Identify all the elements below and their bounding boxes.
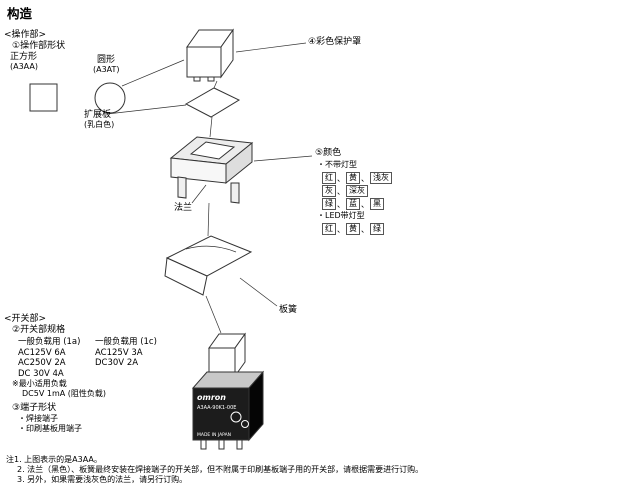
- separator: 、: [337, 173, 345, 183]
- square-shape: [29, 83, 58, 112]
- terminal-pins: [200, 439, 243, 450]
- no-lamp-colors-row-3: 绿 、 蓝 、 黑: [322, 198, 384, 210]
- no-lamp-type-label: ・不带灯型: [317, 160, 357, 169]
- protective-cover-label: ④彩色保护罩: [308, 37, 362, 47]
- switch-body: [191, 370, 265, 442]
- circle-label: 圆形: [97, 55, 116, 65]
- separator: 、: [361, 224, 369, 234]
- load-title: 一般负载用 (1c): [95, 337, 157, 347]
- note-1: 注1. 上图表示的是A3AA。: [6, 455, 102, 464]
- extension-color-label: (乳白色): [84, 120, 115, 129]
- separator: 、: [337, 186, 345, 196]
- note-2: 2. 法兰（黑色）、板簧最终安装在焊接端子的开关部，但不附属于印刷基板端子用的开…: [17, 465, 424, 474]
- note-3: 3. 另外，如果需要浅灰色的法兰，请另行订购。: [17, 475, 188, 484]
- ul-mark-icon: [230, 411, 242, 423]
- spring-label: 板簧: [279, 305, 298, 315]
- load-title: 一般负载用 (1a): [18, 337, 81, 347]
- circle-shape: [94, 82, 126, 114]
- terminal-solder-label: ・焊接端子: [18, 414, 58, 423]
- switch-plunger: [208, 332, 246, 378]
- color-option: 灰: [322, 185, 336, 197]
- terminal-pcb-label: ・印刷基板用端子: [18, 424, 82, 433]
- switch-model-text: A3AA-90K1-00E: [197, 405, 236, 411]
- separator: 、: [337, 224, 345, 234]
- flange: [169, 136, 254, 204]
- load-line: AC250V 2A: [18, 358, 66, 368]
- separator: 、: [337, 199, 345, 209]
- separator: 、: [361, 199, 369, 209]
- terminal-shape-item: ③端子形状: [12, 403, 57, 413]
- color-option: 绿: [322, 198, 336, 210]
- load-line: DC30V 2A: [95, 358, 139, 368]
- general-load-1a: 一般负载用 (1a) AC125V 6A AC250V 2A DC 30V 4A: [18, 337, 80, 379]
- color-option: 黄: [346, 223, 360, 235]
- load-line: AC125V 3A: [95, 347, 143, 358]
- page-title: 构造: [7, 6, 33, 21]
- led-type-label: ・LED带灯型: [317, 211, 365, 220]
- color-option: 黑: [370, 198, 384, 210]
- square-label: 正方形: [10, 52, 38, 62]
- color-option: 浅灰: [370, 172, 392, 184]
- color-option: 深灰: [346, 185, 368, 197]
- switch-brand-text: omron: [197, 393, 226, 402]
- operation-cap: [186, 28, 234, 82]
- circle-code-label: (A3AT): [93, 65, 120, 74]
- switch-section-header: <开关部>: [4, 314, 47, 324]
- color-option: 绿: [370, 223, 384, 235]
- square-code-label: (A3AA): [10, 62, 38, 71]
- operation-shape-item: ①操作部形状: [12, 41, 66, 51]
- color-option: 黄: [346, 172, 360, 184]
- no-lamp-colors-row-2: 灰 、 深灰: [322, 185, 368, 197]
- flange-label: 法兰: [174, 203, 193, 213]
- separator: 、: [361, 173, 369, 183]
- load-line: AC125V 6A: [18, 347, 66, 358]
- color-option: 蓝: [346, 198, 360, 210]
- switch-origin-text: MADE IN JAPAN: [197, 432, 231, 438]
- certification-mark-icon: [241, 420, 249, 428]
- color-option: 红: [322, 172, 336, 184]
- general-load-1c: 一般负载用 (1c) AC125V 3A DC30V 2A: [95, 337, 157, 369]
- color-section-header: ⑤颜色: [315, 148, 342, 158]
- operation-section-header: <操作部>: [4, 30, 47, 40]
- no-lamp-colors-row-1: 红 、 黄 、 浅灰: [322, 172, 392, 184]
- load-line: DC 30V 4A: [18, 368, 64, 379]
- color-option: 红: [322, 223, 336, 235]
- switch-spec-item: ②开关部规格: [12, 325, 66, 335]
- leaf-spring: [164, 235, 253, 296]
- led-colors-row: 红 、 黄 、 绿: [322, 223, 384, 235]
- min-load-value: DC5V 1mA (阻性负载): [22, 389, 106, 398]
- extension-plate-label: 扩展板: [84, 110, 112, 120]
- min-load-label: ※最小适用负载: [12, 379, 67, 388]
- extension-plate: [184, 87, 241, 118]
